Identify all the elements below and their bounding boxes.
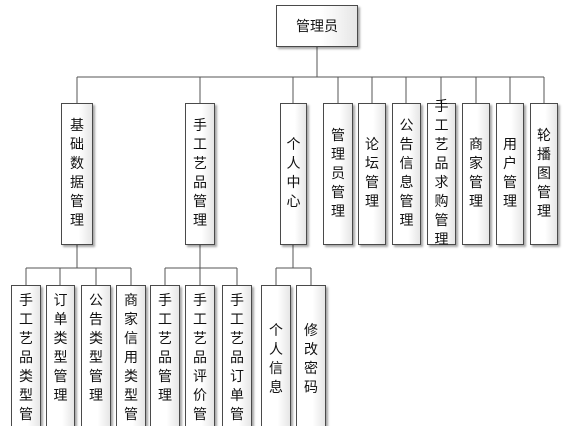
module-label: 商家管理	[469, 137, 483, 210]
root-label: 管理员	[296, 19, 338, 35]
submodule-change-password: 修改密码	[296, 285, 326, 426]
module-announcement: 公告信息管理	[392, 103, 421, 245]
module-label: 手工艺品管理	[193, 118, 207, 229]
submodule-personal-info: 个人信息	[261, 285, 291, 426]
module-label: 基础数据管理	[70, 118, 84, 229]
module-label: 管理员管理	[331, 127, 345, 220]
submodule-handicraft-type: 手工艺品类型管理	[11, 285, 41, 426]
submodule-label: 订单类型管理	[53, 293, 68, 404]
root-node: 管理员	[276, 5, 358, 47]
submodule-label: 商家信用类型管理	[124, 293, 138, 423]
submodule-label: 公告类型管理	[89, 293, 103, 404]
submodule-announcement-type: 公告类型管理	[81, 285, 111, 426]
submodule-handicraft-order: 手工艺品订单管理	[222, 285, 252, 426]
module-label: 公告信息管理	[399, 118, 414, 229]
module-label: 手工艺品求购管理	[434, 99, 449, 248]
submodule-label: 个人信息	[269, 323, 283, 396]
submodule-merchant-credit-type: 商家信用类型管理	[116, 285, 146, 426]
module-purchase-request: 手工艺品求购管理	[427, 99, 456, 248]
submodule-order-type: 订单类型管理	[46, 285, 75, 426]
module-admin: 管理员管理	[323, 103, 353, 245]
submodule-label: 修改密码	[304, 323, 318, 396]
submodule-label: 手工艺品订单管理	[230, 293, 244, 423]
module-label: 论坛管理	[365, 137, 379, 210]
module-carousel: 轮播图管理	[530, 103, 558, 245]
module-forum: 论坛管理	[358, 103, 386, 245]
module-label: 用户管理	[503, 137, 517, 210]
submodule-label: 手工艺品类型管理	[19, 293, 33, 423]
module-handicraft: 手工艺品管理	[185, 103, 215, 245]
module-merchant: 商家管理	[462, 103, 490, 245]
module-label: 轮播图管理	[537, 127, 551, 220]
submodule-label: 手工艺品管理	[158, 293, 172, 404]
module-user: 用户管理	[496, 103, 524, 245]
module-label: 个人中心	[286, 137, 301, 210]
module-personal-center: 个人中心	[280, 103, 307, 245]
module-basic-data: 基础数据管理	[61, 103, 93, 245]
submodule-label: 手工艺品评价管理	[193, 293, 207, 423]
submodule-handicraft-review: 手工艺品评价管理	[185, 285, 215, 426]
submodule-handicraft-item: 手工艺品管理	[150, 285, 180, 426]
